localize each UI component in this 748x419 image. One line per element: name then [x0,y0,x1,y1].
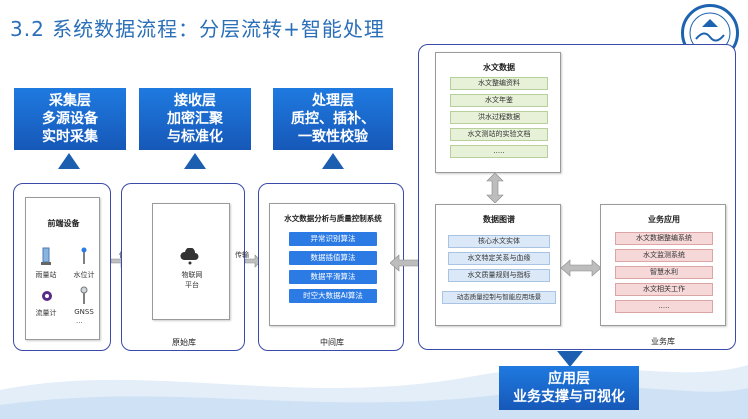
hydro-item-yearbook: 水文年鉴 [450,94,548,107]
water-level-icon [78,246,90,266]
process-layer-line2: 质控、插补、 [291,111,375,127]
device-ellipsis: ··· [76,319,83,327]
data-graph-box: 数据图谱 核心水文实体 水文特定关系与血缘 水文质量规则与指标 动态质量控制与智… [435,204,561,326]
business-app-box: 业务应用 水文数据整编系统 水文监测系统 智慧水利 水文相关工作 ..... [600,204,726,326]
graph-item-core-entity: 核心水文实体 [448,235,550,248]
receive-panel: 物联网 平台 原始库 [121,183,245,351]
front-device-caption: 前端设备 [47,219,80,228]
receive-layer-line2: 加密汇聚 [167,111,223,127]
collect-layer-title: 采集层 [49,93,91,109]
raw-db-label: 原始库 [172,338,196,347]
bidirectional-arrow-2-icon [561,259,601,277]
device-label-gnss: GNSS [74,308,94,316]
process-layer-line3: 一致性校验 [298,129,368,145]
gnss-icon [78,286,90,306]
algo-ai: 时空大数据AI算法 [289,289,377,303]
bidirectional-arrow-icon [390,254,436,272]
device-label-level: 水位计 [73,271,95,279]
receive-layer-line3: 与标准化 [167,129,223,145]
graph-item-quality-rules: 水文质量规则与指标 [448,269,550,282]
flow-meter-icon [40,288,54,302]
cloud-network-icon [180,247,200,266]
business-item-smart-water: 智慧水利 [615,266,713,279]
device-label-flow: 流量计 [35,309,57,317]
rain-gauge-icon [40,246,52,266]
front-device-panel: 前端设备 雨量站 水位计 流量计 GNSS ··· [13,183,111,351]
app-layer-title: 应用层 [548,371,590,387]
app-down-arrow-icon [557,351,583,367]
algo-smoothing: 数据平滑算法 [289,270,377,284]
hydro-data-box: 水文数据 水文整编资料 水文年鉴 洪水过程数据 水文测站的实验文档 ..... [435,52,561,173]
business-item-compile-system: 水文数据整编系统 [615,232,713,245]
business-db-label: 业务库 [651,337,675,346]
front-device-box: 前端设备 雨量站 水位计 流量计 GNSS ··· [25,197,100,340]
algo-interpolation: 数据插值算法 [289,251,377,265]
business-item-related-work: 水文相关工作 [615,283,713,296]
app-layer-line2: 业务支撑与可视化 [513,389,625,405]
app-layer-banner: 应用层 业务支撑与可视化 [499,366,639,410]
collect-layer-line3: 实时采集 [42,129,98,145]
iot-label-line1: 物联网 [181,271,203,279]
application-container: 水文数据 水文整编资料 水文年鉴 洪水过程数据 水文测站的实验文档 ..... … [418,44,736,350]
hydro-item-compiled: 水文整编资料 [450,77,548,90]
business-app-caption: 业务应用 [648,215,680,224]
collect-up-arrow-icon [58,153,80,169]
hydro-item-flood: 洪水过程数据 [450,111,548,124]
receive-layer-title: 接收层 [174,93,216,109]
collect-layer-line2: 多源设备 [42,111,98,127]
iot-label-line2: 平台 [185,281,199,289]
hydro-item-station-docs: 水文测站的实验文档 [450,128,548,141]
middle-panel: 水文数据分析与质量控制系统 异常识别算法 数据插值算法 数据平滑算法 时空大数据… [258,183,404,351]
hydro-data-caption: 水文数据 [483,63,515,72]
business-item-monitoring: 水文监测系统 [615,249,713,262]
analysis-system-box: 水文数据分析与质量控制系统 异常识别算法 数据插值算法 数据平滑算法 时空大数据… [269,203,395,326]
process-up-arrow-icon [322,153,344,169]
graph-item-dynamic-qc: 动态质量控制与智能应用场景 [442,291,556,304]
page-title: 3.2 系统数据流程：分层流转+智能处理 [10,17,385,41]
data-graph-caption: 数据图谱 [483,215,515,224]
process-layer-title: 处理层 [312,93,354,109]
transfer-label-2: 传输 [235,251,249,259]
algo-anomaly: 异常识别算法 [289,232,377,246]
collect-layer-banner: 采集层 多源设备 实时采集 [14,88,126,150]
receive-up-arrow-icon [184,153,206,169]
analysis-system-caption: 水文数据分析与质量控制系统 [284,214,382,223]
hydro-item-ellipsis: ..... [450,145,548,158]
middle-db-label: 中间库 [320,338,344,347]
receive-layer-banner: 接收层 加密汇聚 与标准化 [139,88,251,150]
business-item-ellipsis: ..... [615,300,713,313]
graph-item-relations: 水文特定关系与血缘 [448,252,550,265]
device-label-rain: 雨量站 [35,271,57,279]
vertical-bidirectional-arrow-icon [486,173,504,203]
process-layer-banner: 处理层 质控、插补、 一致性校验 [273,88,393,150]
iot-platform-box: 物联网 平台 [152,203,230,320]
